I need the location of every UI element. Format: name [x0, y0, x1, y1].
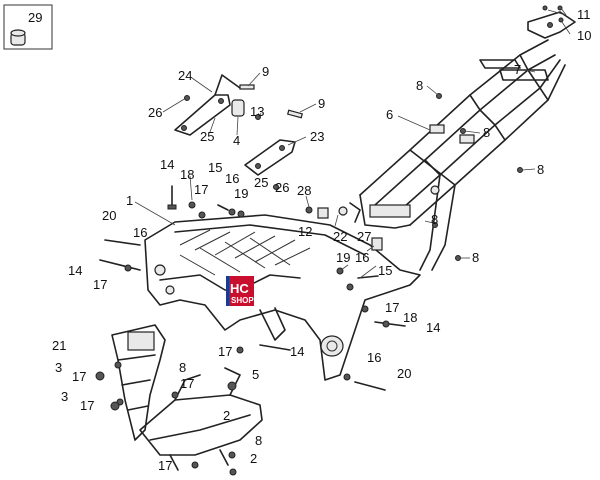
callout-1: 1: [126, 193, 133, 208]
callout-17: 17: [194, 182, 208, 197]
bracket-24: [174, 74, 241, 136]
logo-brand-text: HC: [230, 281, 249, 296]
bracket-10: [527, 5, 576, 39]
callout-17-g: 17: [80, 398, 94, 413]
callout-24: 24: [178, 68, 192, 83]
lower-bracket-21: [111, 324, 166, 441]
callout-17-b: 17: [93, 277, 107, 292]
pins-9: [239, 84, 304, 119]
callout-10: 10: [577, 28, 591, 43]
callout-19-b: 19: [336, 250, 350, 265]
callout-9: 9: [262, 64, 269, 79]
callout-15: 15: [208, 160, 222, 175]
callout-21: 21: [52, 338, 66, 353]
callout-8-g: 8: [255, 433, 262, 448]
callout-7: 7: [514, 62, 521, 77]
leader-lines: [134, 7, 571, 279]
callout-17-h: 17: [158, 458, 172, 473]
callout-labels: 29 11 10 9 24 26 25 4 13 9 23 7 8 6 8 8 …: [28, 7, 591, 473]
callout-17-f: 17: [180, 376, 194, 391]
callout-19: 19: [234, 186, 248, 201]
callout-20: 20: [102, 208, 116, 223]
callout-18-b: 18: [403, 310, 417, 325]
callout-8-f: 8: [179, 360, 186, 375]
callout-20-b: 20: [397, 366, 411, 381]
callout-3: 3: [55, 360, 62, 375]
callout-26-b: 26: [275, 180, 289, 195]
callout-8-c: 8: [537, 162, 544, 177]
callout-6: 6: [386, 107, 393, 122]
damper-4: [231, 99, 245, 117]
callout-16-d: 16: [367, 350, 381, 365]
rear-subframe-6: [359, 39, 566, 271]
callout-28: 28: [297, 183, 311, 198]
callout-22: 22: [333, 229, 347, 244]
lower-cradle-2: [139, 367, 263, 471]
callout-8-d: 8: [431, 212, 438, 227]
callout-23: 23: [310, 129, 324, 144]
callout-27: 27: [357, 229, 371, 244]
callout-17-c: 17: [385, 300, 399, 315]
callout-13: 13: [250, 104, 264, 119]
callout-17-e: 17: [72, 369, 86, 384]
callout-15-b: 15: [378, 263, 392, 278]
callout-25-b: 25: [254, 175, 268, 190]
callout-18: 18: [180, 167, 194, 182]
callout-9-b: 9: [318, 96, 325, 111]
callout-12: 12: [298, 224, 312, 239]
callout-8: 8: [416, 78, 423, 93]
callout-11: 11: [577, 7, 591, 22]
callout-14: 14: [160, 157, 174, 172]
hcshop-logo: HC SHOP: [226, 276, 254, 306]
callout-3-b: 3: [61, 389, 68, 404]
callout-25: 25: [200, 129, 214, 144]
callout-14-d: 14: [290, 344, 304, 359]
logo-sub-text: SHOP: [231, 296, 254, 305]
callout-17-d: 17: [218, 344, 232, 359]
callout-14-c: 14: [426, 320, 440, 335]
callout-4: 4: [233, 133, 240, 148]
callout-16-c: 16: [355, 250, 369, 265]
fasteners: [95, 93, 523, 476]
callout-2-b: 2: [250, 451, 257, 466]
callout-29: 29: [28, 10, 42, 25]
callout-14-b: 14: [68, 263, 82, 278]
part-29-inset: [3, 4, 53, 50]
callout-16: 16: [225, 171, 239, 186]
callout-26: 26: [148, 105, 162, 120]
callout-2: 2: [223, 408, 230, 423]
bracket-23: [244, 139, 296, 176]
callout-16-b: 16: [133, 225, 147, 240]
callout-8-b: 8: [483, 125, 490, 140]
callout-8-e: 8: [472, 250, 479, 265]
callout-5: 5: [252, 367, 259, 382]
